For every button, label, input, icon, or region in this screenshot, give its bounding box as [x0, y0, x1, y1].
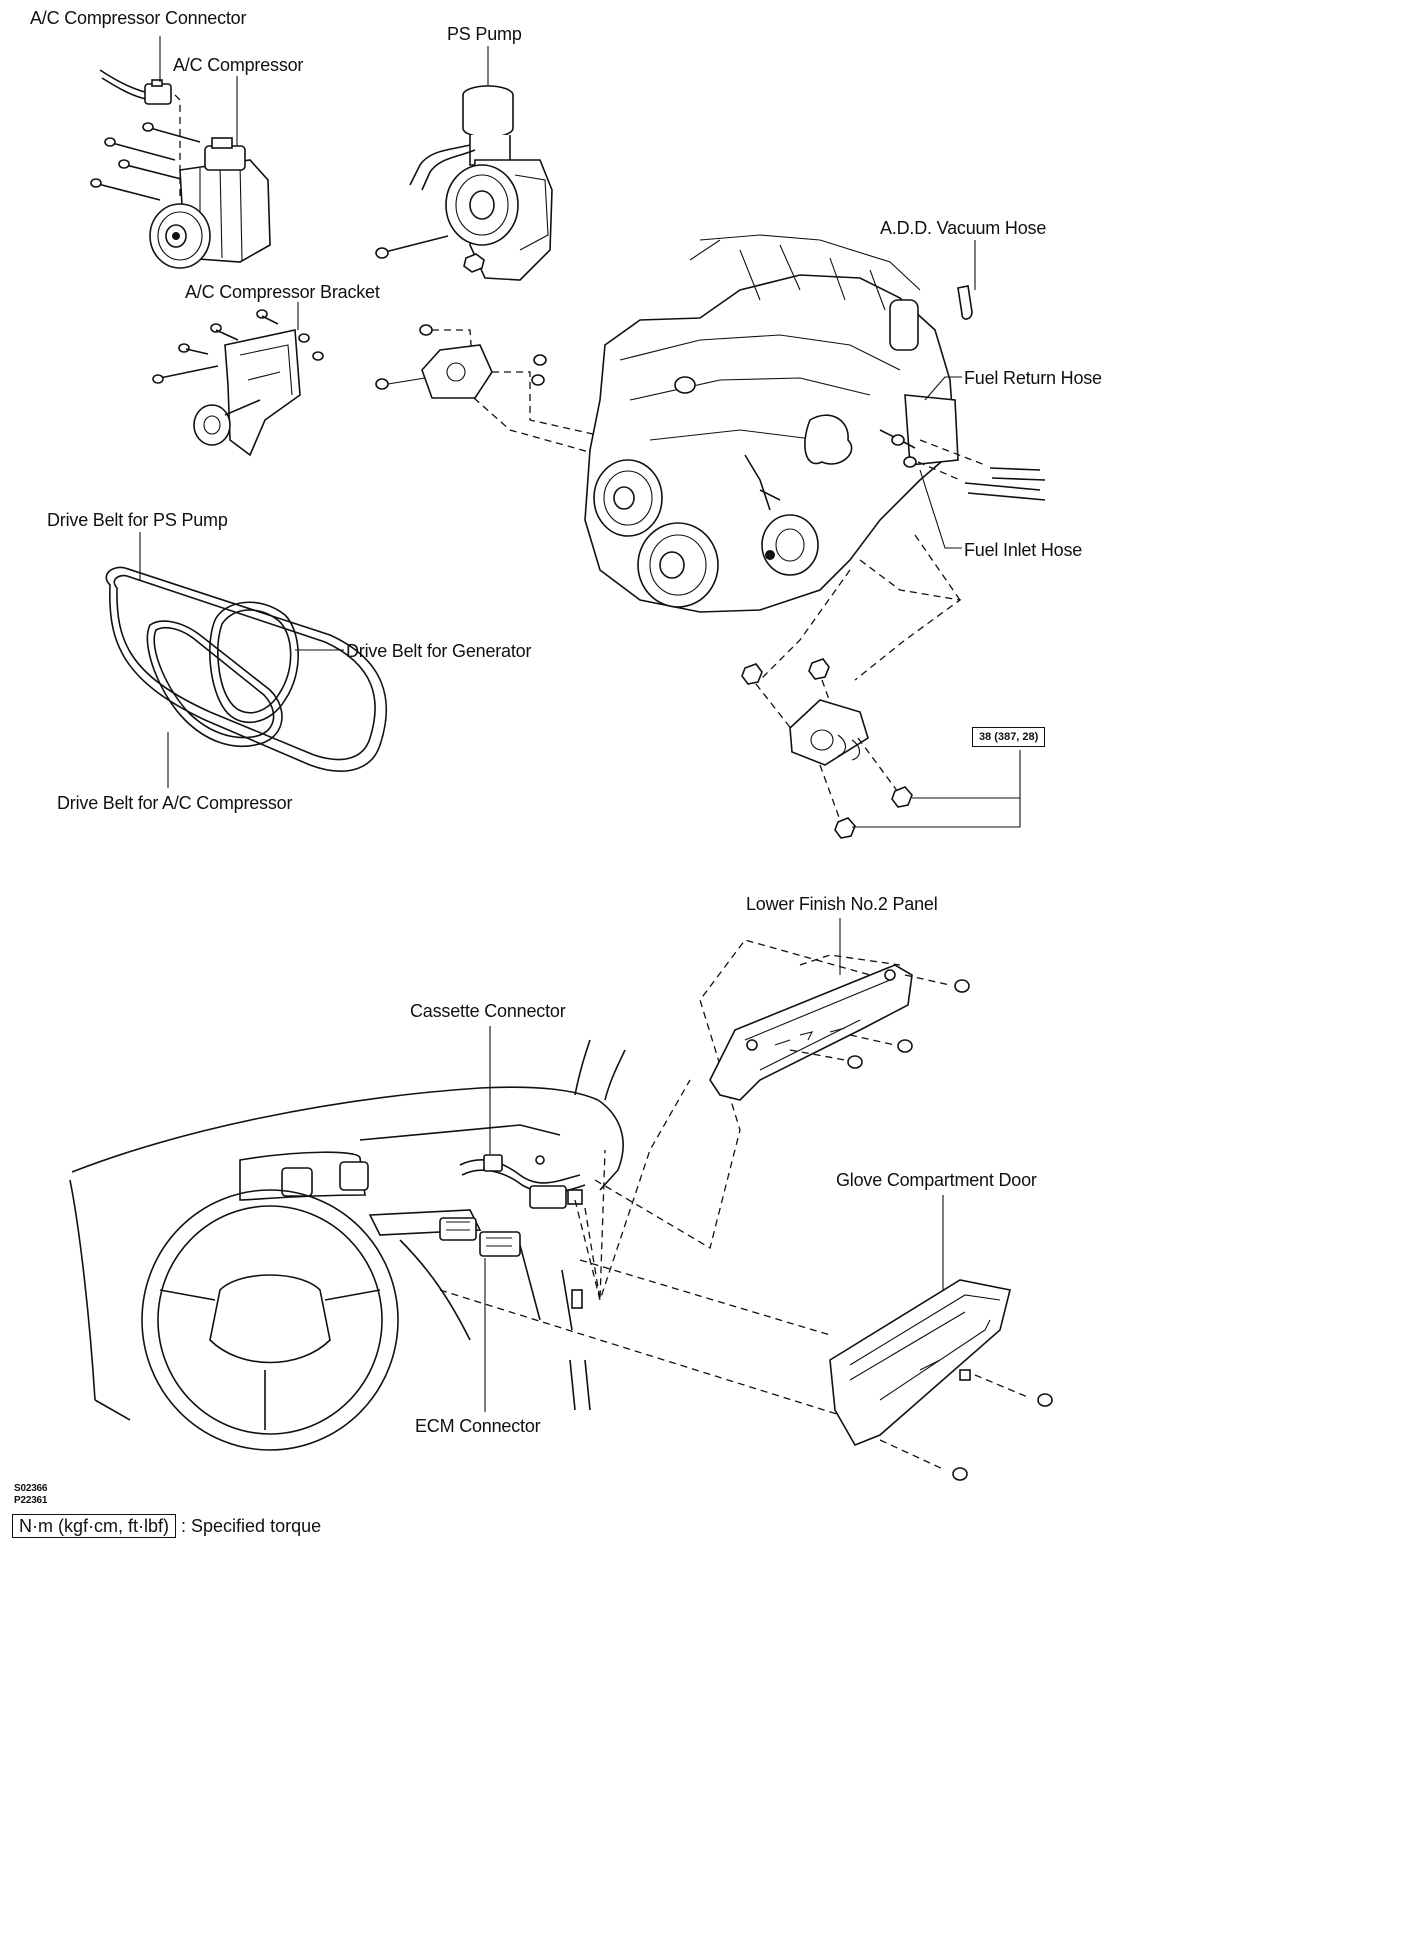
label-drive-belt-ac: Drive Belt for A/C Compressor	[57, 793, 293, 813]
label-drive-belt-ps-pump: Drive Belt for PS Pump	[47, 510, 228, 530]
dashed-line-panel-3	[584, 1149, 606, 1301]
lower-gasket-part	[741, 658, 1021, 839]
drive-belts-part	[105, 566, 387, 772]
torque-spec-box: 38 (387, 28)	[972, 727, 1046, 747]
label-ac-compressor: A/C Compressor	[173, 55, 304, 75]
figure-code-1: S02366	[14, 1483, 48, 1494]
label-fuel-inlet-hose: Fuel Inlet Hose	[964, 540, 1083, 560]
label-cassette-connector: Cassette Connector	[410, 1001, 566, 1021]
label-fuel-return-hose: Fuel Return Hose	[964, 368, 1102, 388]
ac-compressor-bracket-part	[152, 309, 324, 457]
legend-unit-box: N·m (kgf·cm, ft·lbf)	[12, 1514, 176, 1538]
ac-compressor-part	[90, 122, 271, 269]
dashed-line-panel-4	[799, 954, 901, 966]
engine-part	[584, 234, 1046, 681]
glove-compartment-door-part	[829, 1279, 1053, 1481]
label-ac-compressor-connector: A/C Compressor Connector	[30, 8, 247, 28]
label-ecm-connector: ECM Connector	[415, 1416, 541, 1436]
ac-compressor-connector-part	[99, 69, 181, 200]
upper-gasket-part	[375, 324, 621, 456]
dashed-line-glove-2	[439, 1289, 841, 1416]
exploded-diagram: A/C Compressor Connector A/C Compressor …	[12, 8, 1102, 1538]
label-drive-belt-generator: Drive Belt for Generator	[346, 641, 532, 661]
diagram-drawing	[69, 36, 1053, 1481]
legend-text: : Specified torque	[181, 1516, 322, 1536]
figure-code-2: P22361	[14, 1495, 48, 1506]
dashed-line-glove-1	[579, 1259, 831, 1336]
label-ps-pump: PS Pump	[447, 24, 522, 44]
leader-fuel-return	[924, 376, 962, 401]
label-lower-finish-panel: Lower Finish No.2 Panel	[746, 894, 938, 914]
torque-legend: N·m (kgf·cm, ft·lbf) : Specified torque	[12, 1514, 322, 1538]
dashboard-part	[69, 1039, 626, 1451]
add-vacuum-hose-part	[957, 240, 976, 320]
label-glove-compartment-door: Glove Compartment Door	[836, 1170, 1037, 1190]
lower-finish-panel-part	[709, 964, 970, 1101]
dashed-line-panel	[594, 939, 871, 1250]
label-ac-compressor-bracket: A/C Compressor Bracket	[185, 282, 380, 302]
dashed-line-panel-2	[574, 1079, 691, 1303]
label-add-vacuum-hose: A.D.D. Vacuum Hose	[880, 218, 1047, 238]
leader-fuel-inlet	[919, 469, 962, 549]
ps-pump-part	[375, 85, 553, 281]
